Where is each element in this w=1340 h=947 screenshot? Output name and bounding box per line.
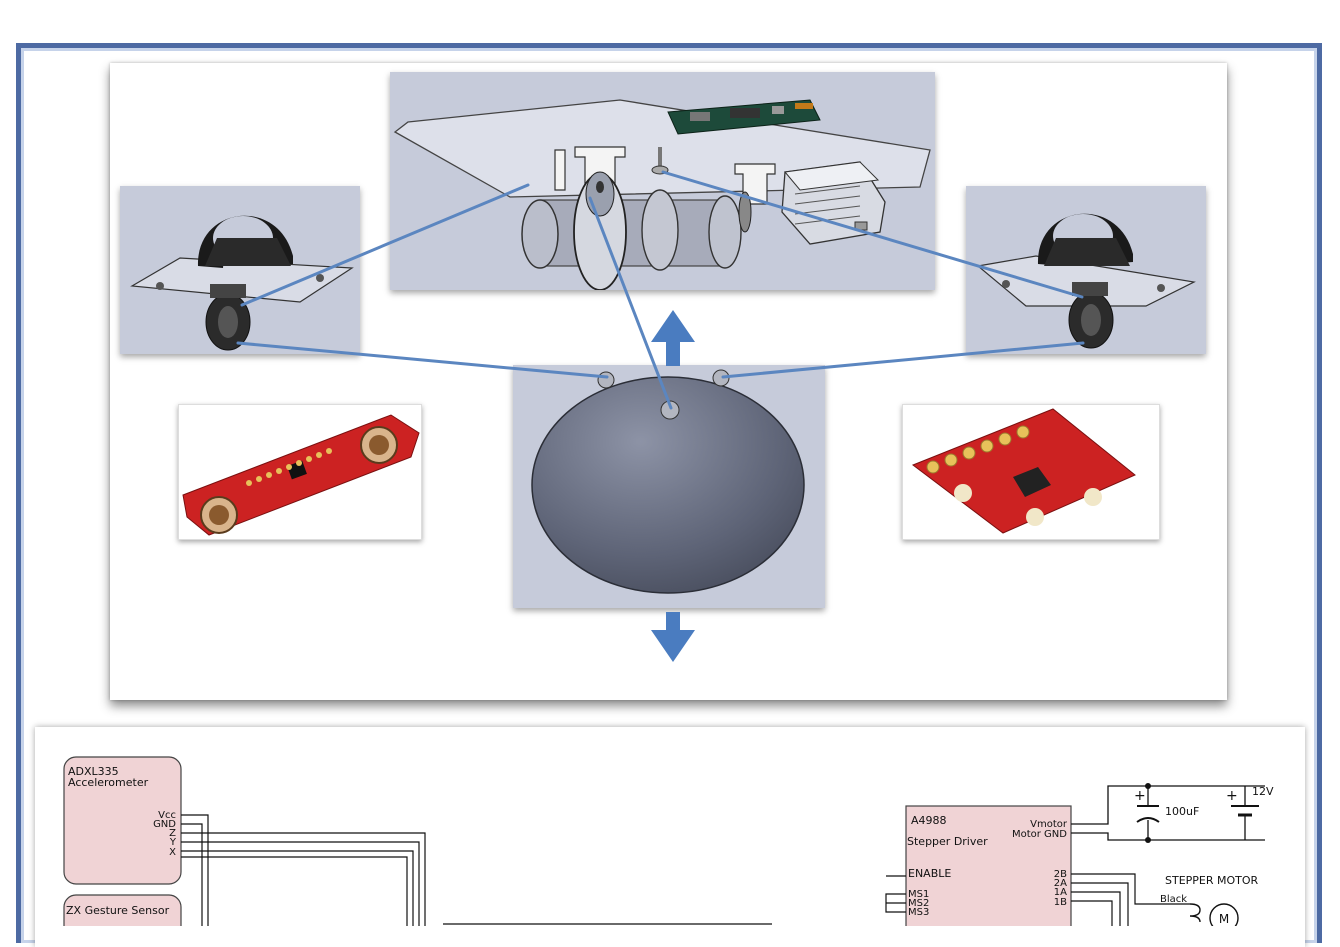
svg-text:+: + [1226, 788, 1238, 804]
pin-label: Vcc [158, 810, 176, 821]
adxl335-accelerometer-photo [902, 404, 1160, 540]
pin-label: Vmotor [1030, 819, 1068, 830]
capacitor-label: 100uF [1165, 805, 1199, 818]
zx-gesture-sensor-photo [178, 404, 422, 540]
pin-label: 2B [1054, 869, 1067, 880]
battery-symbol: + [1226, 788, 1259, 817]
pin-label: 1B [1054, 897, 1067, 908]
wire-color-label: Black [1160, 894, 1187, 905]
pin-label: 2A [1054, 878, 1067, 889]
gesture-sensor-title: ZX Gesture Sensor [66, 904, 170, 917]
capacitor-symbol: + [1134, 788, 1160, 823]
accelerometer-title: ADXL335 [68, 765, 119, 778]
motor-symbol [1209, 903, 1239, 926]
pin-label: MS1 [908, 889, 929, 900]
pin-label: Motor GND [1012, 829, 1067, 840]
stepper-driver-block [905, 805, 1072, 926]
accelerometer-subtitle: Accelerometer [68, 776, 149, 789]
svg-text:+: + [1134, 788, 1146, 804]
wiring-schematic-panel [35, 727, 1305, 947]
accelerometer-wires [181, 814, 426, 926]
gesture-sensor-block [63, 894, 182, 926]
motor-title: STEPPER MOTOR [1165, 874, 1259, 887]
pin-label: GND [153, 819, 176, 830]
pin-label: MS3 [908, 907, 929, 918]
motor-wires [1071, 873, 1190, 926]
arduino-board [667, 99, 821, 135]
motor-coil-symbol [1189, 903, 1201, 923]
pin-label: 1A [1054, 887, 1067, 898]
accelerometer-block [63, 756, 182, 885]
driver-subtitle: Stepper Driver [907, 835, 988, 848]
pin-label: Y [169, 837, 177, 848]
pin-label: X [169, 847, 176, 858]
junction-dot [1145, 837, 1151, 843]
driver-input-wires [885, 875, 906, 913]
motor-symbol-label: M [1219, 912, 1229, 926]
pin-label: MS2 [908, 898, 929, 909]
driver-title: A4988 [911, 814, 947, 827]
junction-dot [1145, 783, 1151, 789]
pin-label: Z [169, 828, 176, 839]
pin-label: ENABLE [908, 867, 951, 880]
power-wires [1071, 785, 1265, 841]
wiring-schematic: ADXL335 Accelerometer Vcc GND Z Y X ZX G… [63, 756, 1274, 926]
supply-label: 12V [1252, 785, 1274, 798]
